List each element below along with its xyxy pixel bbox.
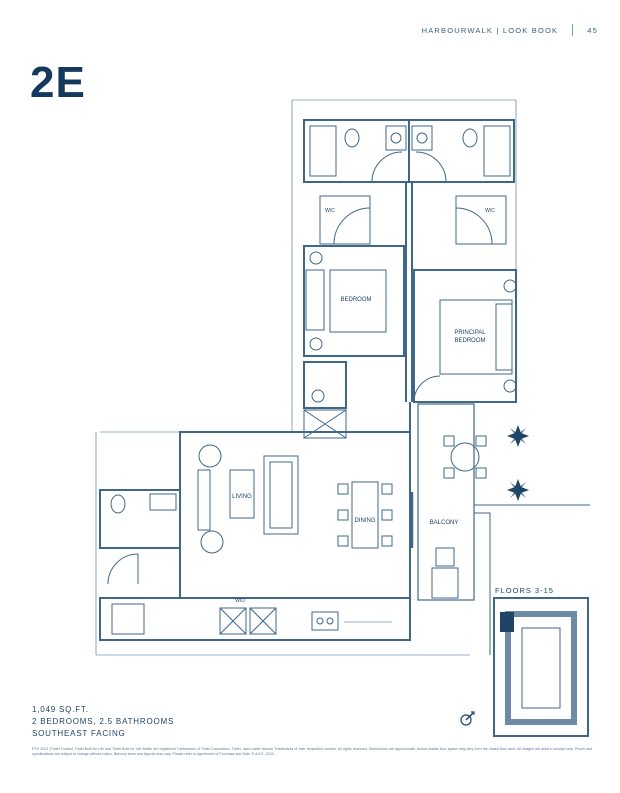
page-header: HARBOURWALK | LOOK BOOK 45 [422, 24, 598, 36]
wd-label: W/D [235, 598, 245, 604]
book-title: HARBOURWALK | LOOK BOOK [421, 25, 559, 35]
balcony-label: BALCONY [430, 520, 459, 526]
page-number: 45 [587, 25, 598, 35]
floors-label: FLOORS 3-15 [495, 586, 554, 595]
principal-label-2: BEDROOM [454, 338, 485, 344]
wic-right-label: W/C [485, 208, 495, 214]
unit-area: 1,049 SQ.FT. [32, 705, 89, 714]
north-arrow-icon [460, 711, 475, 726]
unit-rooms: 2 BEDROOMS, 2.5 BATHROOMS [32, 717, 175, 726]
principal-label-1: PRINCIPAL [454, 330, 486, 336]
plant-icon [507, 425, 529, 501]
key-plan [493, 597, 589, 737]
bedroom-label: BEDROOM [340, 297, 371, 303]
unit-title: 2E [30, 58, 86, 107]
unit-info: 1,049 SQ.FT. 2 BEDROOMS, 2.5 BATHROOMS S… [32, 704, 174, 740]
wic-left-label: W/C [325, 208, 335, 214]
dining-label: DINING [355, 518, 376, 524]
living-label: LIVING [232, 494, 252, 500]
header-divider [572, 24, 574, 36]
unit-facing: SOUTHEAST FACING [32, 729, 126, 738]
legal-disclaimer: ETH 2021 (Tridel Trusted, Tridel Built f… [32, 747, 592, 757]
